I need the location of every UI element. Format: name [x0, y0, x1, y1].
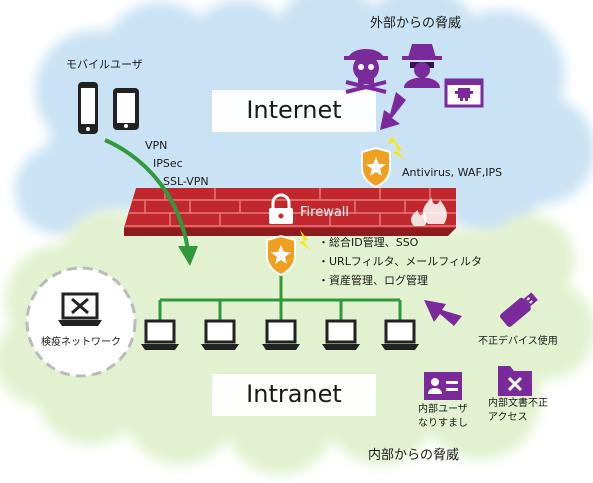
antivirus-label: Antivirus, WAF,IPS [402, 166, 503, 179]
laptop-icon [58, 292, 102, 326]
management-item-assets: ・資産管理、ログ管理 [318, 274, 428, 287]
internal-threat-arrow [424, 300, 462, 326]
shield-star-icon [361, 146, 391, 189]
smartphone-icon [78, 82, 98, 134]
laptop-icon [141, 319, 179, 350]
mobile-user-label: モバイルユーザ [66, 58, 143, 71]
ipsec-label: IPSec [153, 157, 183, 170]
quarantine-network-label: 検疫ネットワーク [41, 337, 121, 348]
pirate-skull-icon [344, 49, 388, 94]
vpn-arrow [104, 138, 190, 251]
firewall-label: Firewall [300, 205, 350, 220]
insider-spoofing-label-2: なりすまし [418, 418, 468, 429]
management-item-filter: ・URLフィルタ、メールフィルタ [318, 255, 483, 268]
intranet-label-box [212, 374, 376, 416]
management-item-sso: ・総合ID管理、SSO [318, 236, 419, 249]
lightning-icon [388, 136, 405, 160]
external-threat-arrow [380, 92, 406, 130]
external-threats-label: 外部からの脅威 [370, 16, 462, 31]
internet-label: Internet [246, 96, 342, 124]
vpn-arrow-head [178, 246, 198, 266]
lightning-icon [299, 230, 311, 250]
unauthorized-device-label: 不正デバイス使用 [478, 336, 558, 347]
padlock-icon [269, 193, 293, 224]
insider-spoofing-label-1: 内部ユーザ [418, 404, 468, 415]
internal-threats-label: 内部からの脅威 [368, 448, 460, 463]
virus-window-icon [444, 78, 484, 108]
laptop-icon [262, 319, 300, 350]
unauthorized-doc-label-2: アクセス [488, 412, 528, 423]
usb-drive-icon [500, 292, 538, 327]
ssl-vpn-label: SSL-VPN [163, 175, 209, 188]
laptop-icon [381, 319, 419, 350]
laptop-icon [322, 319, 360, 350]
shield-star-icon [266, 234, 296, 277]
unauthorized-doc-label-1: 内部文書不正 [488, 398, 548, 409]
internet-label-box [212, 90, 376, 132]
smartphone-icon [113, 88, 139, 130]
vpn-label: VPN [145, 139, 168, 152]
spy-icon [402, 44, 442, 88]
internet-cloud [15, 0, 593, 235]
laptop-icon [201, 319, 239, 350]
flame-icon [411, 198, 447, 226]
intranet-label: Intranet [246, 380, 342, 408]
id-card-icon [424, 372, 462, 400]
folder-x-icon [498, 366, 532, 396]
